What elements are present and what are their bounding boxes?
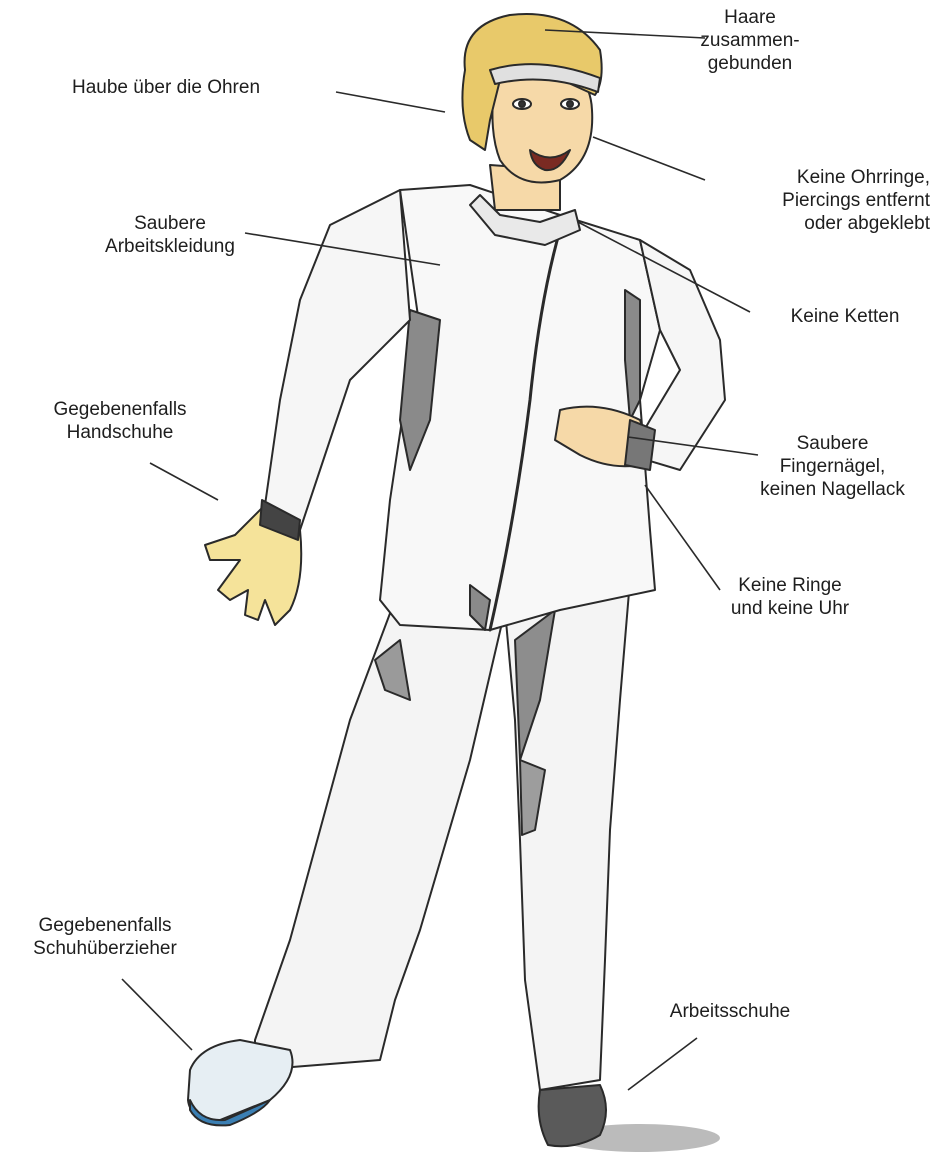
work-shoe bbox=[539, 1085, 606, 1146]
label-work-shoes: Arbeitsschuhe bbox=[645, 1000, 815, 1023]
label-cap-over-ears: Haube über die Ohren bbox=[72, 76, 322, 99]
left-sleeve bbox=[265, 190, 410, 530]
label-no-rings-watch: Keine Ringe und keine Uhr bbox=[690, 574, 890, 620]
label-no-chains: Keine Ketten bbox=[770, 305, 920, 328]
label-no-earrings: Keine Ohrringe, Piercings entfernt oder … bbox=[690, 166, 930, 236]
label-hair-tied: Haare zusammen- gebunden bbox=[680, 6, 820, 76]
leader-workshoes bbox=[628, 1038, 697, 1090]
label-gloves: Gegebenenfalls Handschuhe bbox=[20, 398, 220, 444]
label-shoe-covers: Gegebenenfalls Schuhüberzieher bbox=[0, 914, 210, 960]
label-clean-workwear: Saubere Arbeitskleidung bbox=[70, 212, 270, 258]
label-clean-nails: Saubere Fingernägel, keinen Nagellack bbox=[735, 432, 930, 502]
leader-earrings bbox=[593, 137, 705, 180]
leader-shoecovers bbox=[122, 979, 192, 1050]
shoe-cover bbox=[188, 1040, 293, 1120]
leader-gloves bbox=[150, 463, 218, 500]
leader-cap bbox=[336, 92, 445, 112]
